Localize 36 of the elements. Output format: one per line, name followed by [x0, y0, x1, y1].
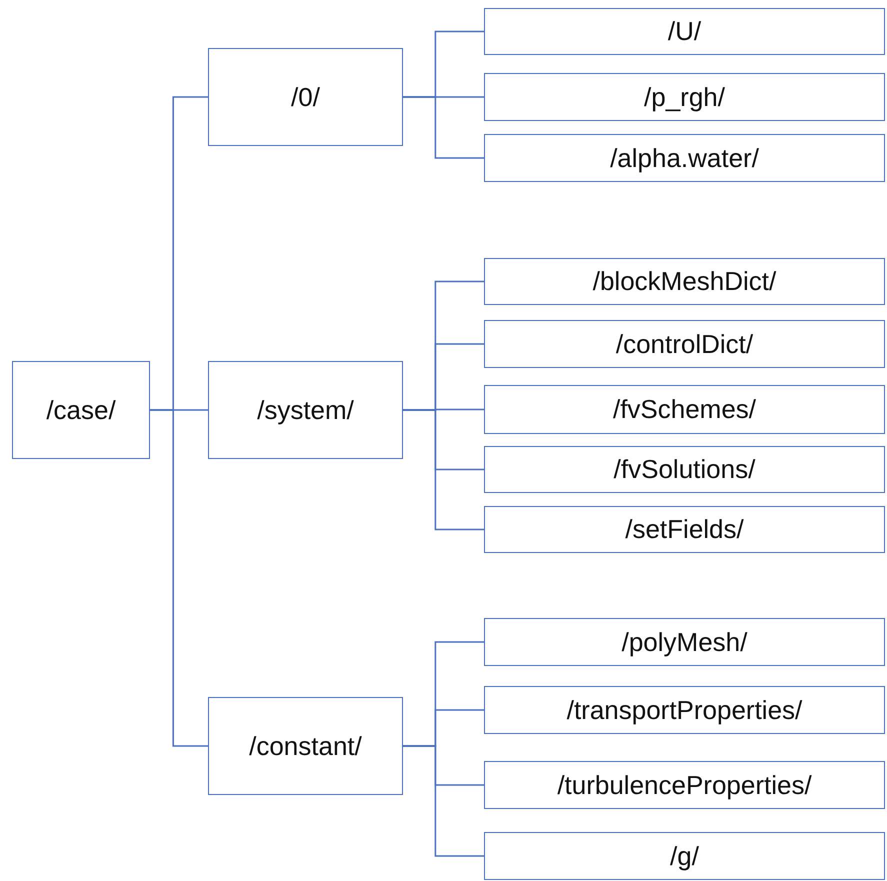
folder-box	[208, 361, 403, 459]
folder-name: /p_rgh/	[644, 82, 725, 112]
folder-box	[484, 832, 885, 880]
folder-box	[208, 697, 403, 795]
connector-line	[150, 409, 208, 747]
folder-box	[484, 320, 885, 368]
folder-box	[484, 506, 885, 553]
folder-name: /blockMeshDict/	[592, 266, 776, 297]
connector-line	[403, 745, 484, 857]
folder-name: /setFields/	[625, 514, 744, 545]
folder-name: /alpha.water/	[610, 142, 759, 174]
folder-name: /controlDict/	[616, 328, 754, 360]
folder-box	[484, 134, 885, 182]
folder-box	[208, 48, 403, 146]
folder-name: /system/	[257, 394, 354, 426]
connector-line	[403, 96, 484, 159]
folder-name: /g/	[670, 840, 699, 872]
folder-name: /transportProperties/	[566, 694, 802, 726]
folder-name: /turbulenceProperties/	[557, 770, 812, 800]
folder-name: /polyMesh/	[622, 626, 748, 658]
folder-name: /case/	[46, 394, 116, 426]
folder-name: /constant/	[249, 730, 362, 762]
folder-box	[12, 361, 150, 459]
folder-box	[484, 8, 885, 55]
folder-box	[484, 73, 885, 121]
folder-name: /U/	[668, 16, 702, 47]
folder-box	[484, 618, 885, 666]
folder-box	[484, 686, 885, 734]
folder-name: /fvSchemes/	[612, 394, 756, 425]
folder-name: /0/	[291, 82, 320, 112]
folder-box	[484, 446, 885, 493]
folder-box	[484, 761, 885, 809]
folder-box	[484, 385, 885, 434]
folder-box	[484, 258, 885, 305]
connector-line	[403, 409, 484, 530]
folder-name: /fvSolutions/	[614, 454, 756, 485]
